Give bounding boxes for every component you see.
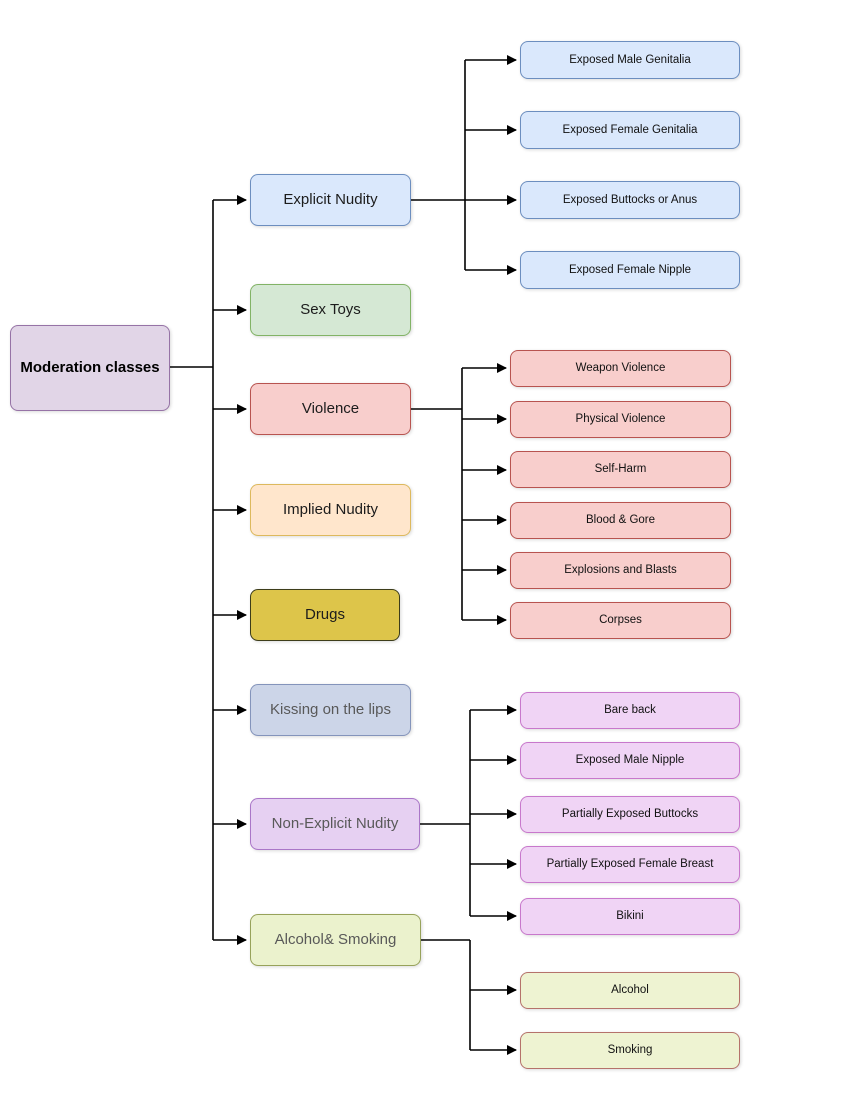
node-exposed-male-genitalia-label: Exposed Male Genitalia	[569, 53, 691, 66]
node-violence-label: Violence	[301, 399, 360, 417]
non-explicit-nudity-connectors	[420, 705, 517, 921]
node-exposed-female-genitalia-label: Exposed Female Genitalia	[562, 123, 698, 136]
node-exposed-buttocks-or-anus: Exposed Buttocks or Anus	[520, 181, 740, 219]
node-drugs: Drugs	[250, 589, 400, 641]
node-bikini: Bikini	[520, 898, 740, 935]
node-bikini-label: Bikini	[616, 910, 644, 923]
node-implied-nudity: Implied Nudity	[250, 484, 411, 536]
node-smoking-label: Smoking	[607, 1044, 653, 1057]
node-exposed-female-nipple-label: Exposed Female Nipple	[568, 263, 692, 276]
node-alcohol-smoking-label: Alcohol& Smoking	[274, 930, 397, 948]
node-corpses: Corpses	[510, 602, 731, 639]
node-bare-back-label: Bare back	[604, 704, 656, 717]
node-explicit-nudity-label: Explicit Nudity	[283, 190, 378, 208]
node-explicit-nudity: Explicit Nudity	[250, 174, 411, 226]
node-smoking: Smoking	[520, 1032, 740, 1069]
node-non-explicit-nudity: Non-Explicit Nudity	[250, 798, 420, 850]
alcohol-smoking-connectors	[421, 939, 517, 1055]
node-exposed-buttocks-or-anus-label: Exposed Buttocks or Anus	[562, 193, 698, 206]
node-explosions-and-blasts: Explosions and Blasts	[510, 552, 731, 589]
node-corpses-label: Corpses	[599, 614, 642, 627]
root-tree-connectors	[170, 195, 247, 945]
node-alcohol-label: Alcohol	[611, 984, 649, 997]
node-exposed-male-genitalia: Exposed Male Genitalia	[520, 41, 740, 79]
node-self-harm-label: Self-Harm	[594, 463, 647, 476]
node-non-explicit-nudity-label: Non-Explicit Nudity	[271, 814, 399, 832]
node-bare-back: Bare back	[520, 692, 740, 729]
node-explosions-and-blasts-label: Explosions and Blasts	[564, 564, 677, 577]
node-weapon-violence-label: Weapon Violence	[575, 362, 666, 375]
node-exposed-female-nipple: Exposed Female Nipple	[520, 251, 740, 289]
node-kissing-on-the-lips: Kissing on the lips	[250, 684, 411, 736]
node-sex-toys-label: Sex Toys	[300, 300, 361, 318]
node-physical-violence-label: Physical Violence	[575, 413, 666, 426]
node-moderation-classes: Moderation classes	[10, 325, 170, 411]
node-partially-exposed-female-breast-label: Partially Exposed Female Breast	[546, 858, 714, 871]
node-self-harm: Self-Harm	[510, 451, 731, 488]
node-weapon-violence: Weapon Violence	[510, 350, 731, 387]
node-partially-exposed-buttocks: Partially Exposed Buttocks	[520, 796, 740, 833]
node-exposed-male-nipple-label: Exposed Male Nipple	[575, 754, 685, 767]
node-alcohol: Alcohol	[520, 972, 740, 1009]
node-physical-violence: Physical Violence	[510, 401, 731, 438]
node-kissing-label: Kissing on the lips	[270, 700, 391, 718]
violence-connectors	[411, 363, 507, 625]
node-partially-exposed-buttocks-label: Partially Exposed Buttocks	[561, 808, 699, 821]
node-blood-gore-label: Blood & Gore	[585, 514, 656, 527]
node-exposed-male-nipple: Exposed Male Nipple	[520, 742, 740, 779]
node-implied-nudity-label: Implied Nudity	[282, 500, 379, 518]
node-alcohol-smoking: Alcohol& Smoking	[250, 914, 421, 966]
node-violence: Violence	[250, 383, 411, 435]
node-sex-toys: Sex Toys	[250, 284, 411, 336]
node-partially-exposed-female-breast: Partially Exposed Female Breast	[520, 846, 740, 883]
node-moderation-classes-label: Moderation classes	[20, 358, 160, 376]
node-exposed-female-genitalia: Exposed Female Genitalia	[520, 111, 740, 149]
node-blood-gore: Blood & Gore	[510, 502, 731, 539]
explicit-nudity-connectors	[411, 55, 517, 275]
node-drugs-label: Drugs	[304, 605, 345, 623]
